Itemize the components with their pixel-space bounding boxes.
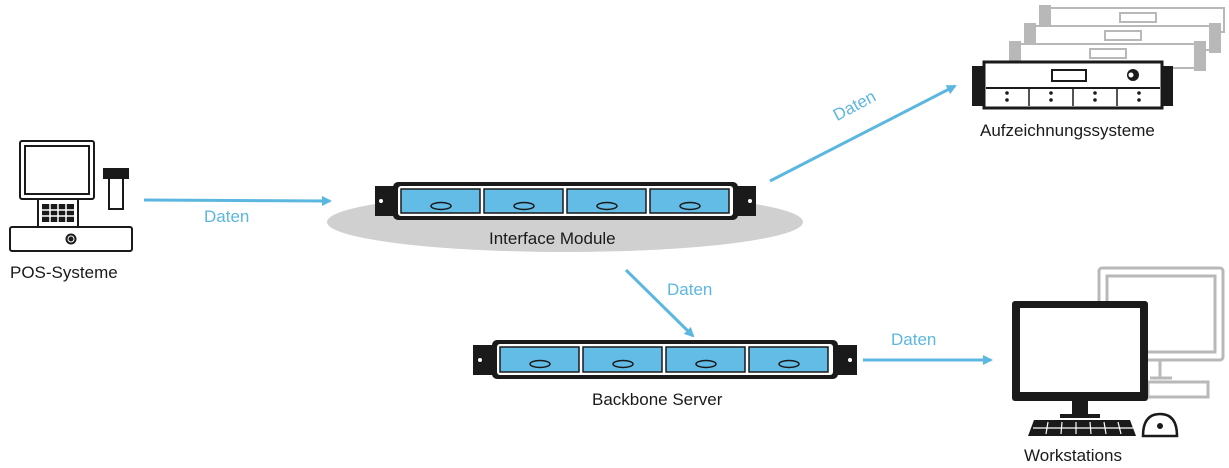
workstations-label: Workstations [1024, 446, 1122, 465]
recording-ghost-stack [1009, 5, 1225, 71]
pos-terminal-icon [9, 140, 133, 252]
pos-label: POS-Systeme [10, 263, 118, 282]
recording-systems-label: Aufzeichnungssysteme [980, 121, 1155, 140]
arrow-pos-to-interface [143, 195, 332, 206]
workstation-icon [1012, 301, 1179, 438]
backbone-server-label: Backbone Server [592, 390, 723, 409]
edge-label-backbone-workstations: Daten [891, 330, 937, 349]
arrow-interface-to-backbone [624, 268, 695, 338]
edge-label-interface-backbone: Daten [667, 280, 713, 299]
arrows [143, 84, 993, 365]
interface-server-icon [375, 182, 756, 220]
arrow-interface-to-recording [769, 84, 957, 183]
recording-system-icon [972, 60, 1173, 110]
backbone-server-icon [473, 340, 857, 379]
edge-label-pos-interface: Daten [204, 207, 250, 226]
interface-module-label: Interface Module [489, 229, 616, 248]
